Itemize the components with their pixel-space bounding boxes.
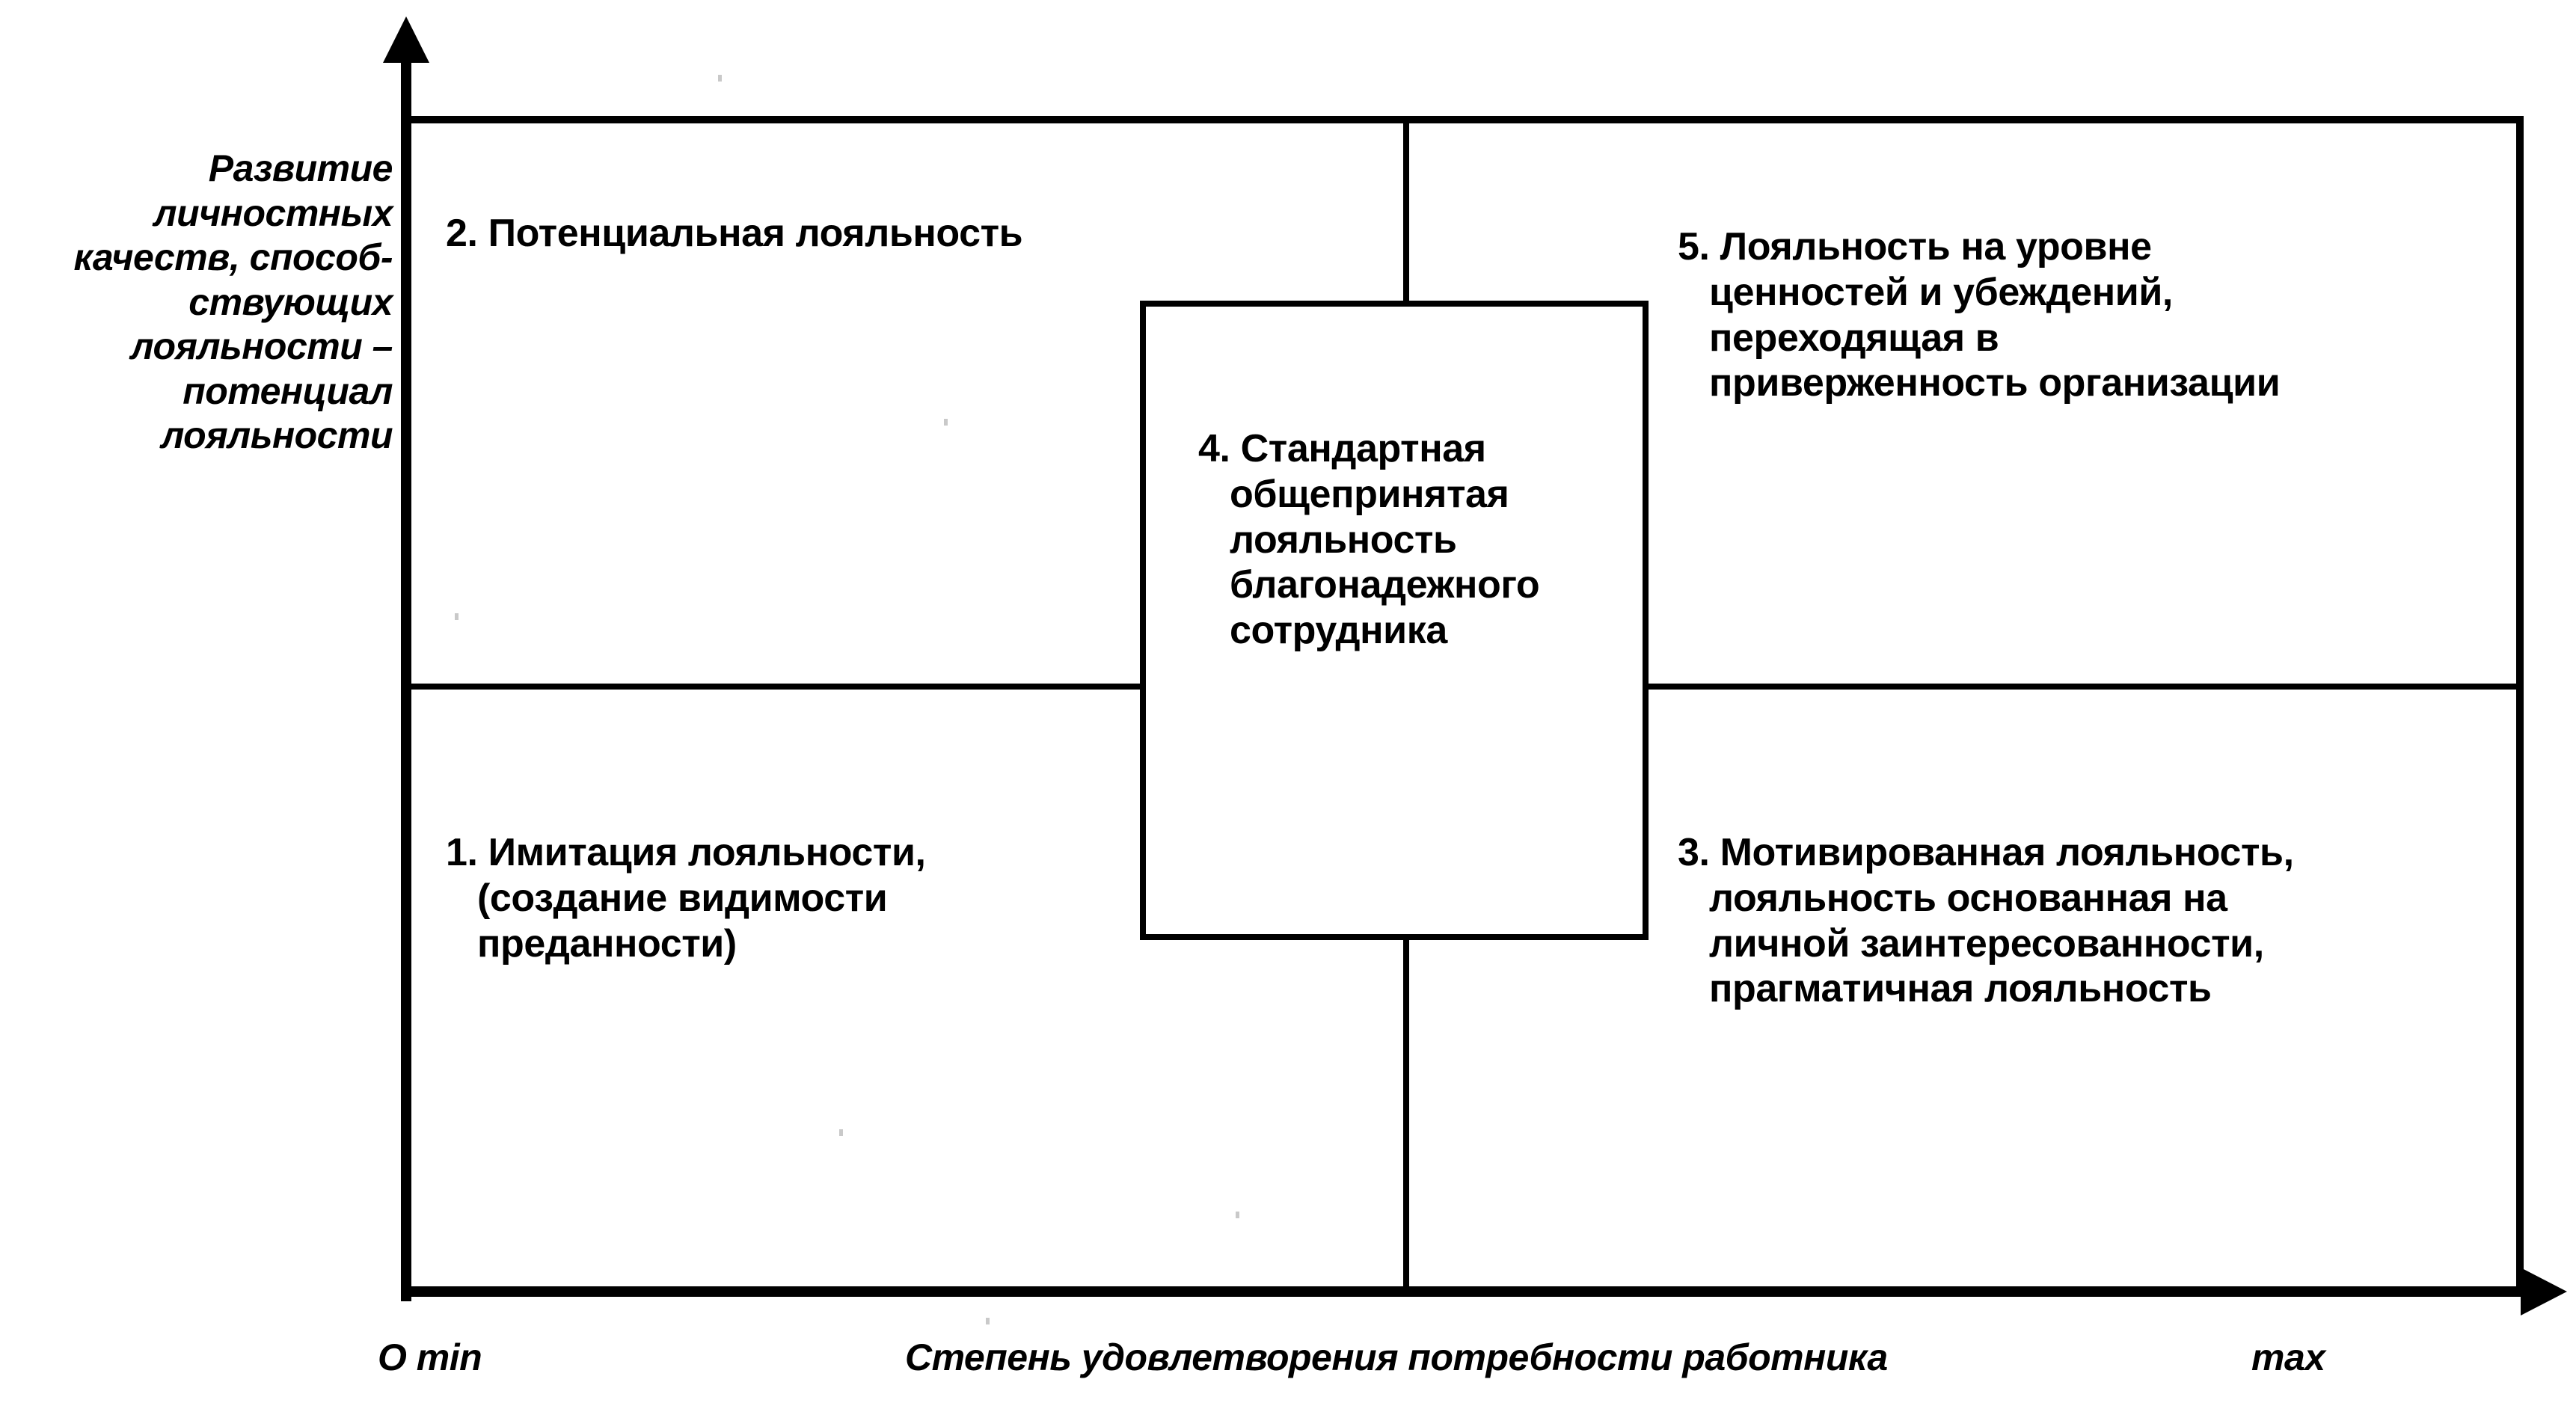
scan-speck [944, 419, 948, 426]
horizontal-divider-left [404, 684, 1144, 690]
x-axis-max-label: max [2251, 1336, 2325, 1378]
matrix-right-border [2516, 116, 2524, 1294]
x-axis-line [401, 1286, 2545, 1297]
quadrant-1-label: 1. Имитация лояльности, (создание видимо… [446, 831, 926, 965]
x-axis-label: Степень удовлетворения потребности работ… [905, 1336, 1888, 1378]
x-axis-arrow-icon [2521, 1268, 2567, 1315]
quadrant-2-label: 2. Потенциальная лояльность [446, 212, 1023, 255]
scan-speck [986, 1318, 990, 1324]
y-axis-label: Развитие личностных качеств, способ- ств… [73, 147, 393, 456]
matrix-top-border [401, 116, 2524, 123]
vertical-divider-lower [1403, 938, 1409, 1294]
quadrant-5-label: 5. Лояльность на уровне ценностей и убеж… [1678, 225, 2281, 405]
scan-speck [455, 613, 459, 620]
quadrant-3-label: 3. Мотивированная лояльность, лояльность… [1678, 831, 2294, 1011]
x-axis-min-label: O min [378, 1336, 482, 1378]
y-axis-arrow-icon [383, 16, 429, 63]
centre-cell-box [1140, 301, 1649, 940]
horizontal-divider-right [1646, 684, 2521, 690]
quadrant-4-label: 4. Стандартная общепринятая лояльность б… [1198, 427, 1540, 653]
scan-speck [718, 75, 722, 82]
scan-speck [839, 1129, 843, 1136]
scan-speck [1236, 1212, 1239, 1218]
vertical-divider-upper [1403, 120, 1409, 305]
y-axis-line [401, 45, 411, 1301]
